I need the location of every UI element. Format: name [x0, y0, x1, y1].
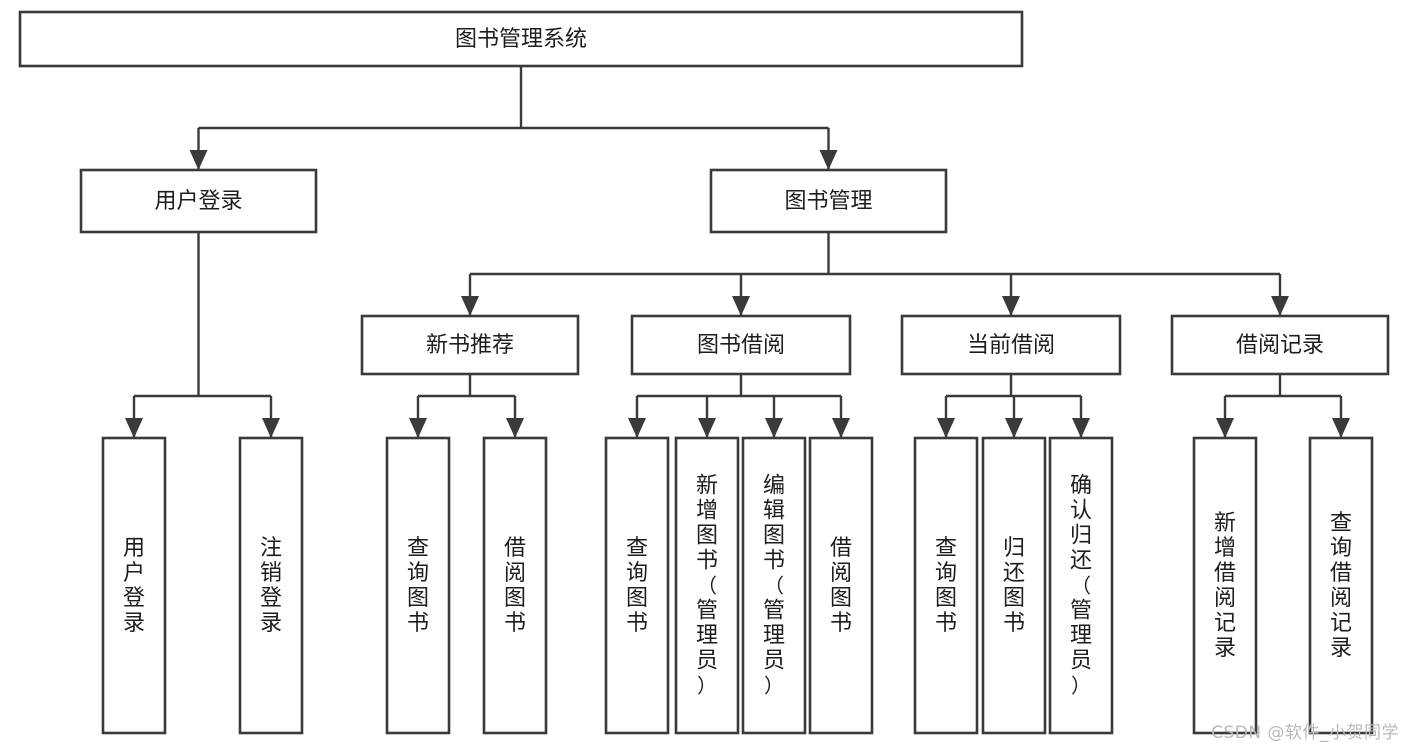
node-leaf-query-book-borrow[interactable]: 查询图书 — [604, 436, 670, 735]
arrow-head-icon — [262, 418, 280, 438]
watermark-text: CSDN @软件_小贺同学 — [1211, 723, 1399, 743]
node-borrow-record[interactable]: 借阅记录 — [1170, 314, 1390, 376]
node-label: 新增借阅记录 — [1214, 511, 1236, 661]
arrow-head-icon — [628, 418, 646, 438]
node-user-login[interactable]: 用户登录 — [79, 168, 318, 234]
arrow-head-icon — [125, 418, 143, 438]
node-label: 借阅图书 — [504, 536, 526, 636]
arrow-head-icon — [937, 418, 955, 438]
node-book-borrow[interactable]: 图书借阅 — [630, 314, 852, 376]
node-box — [101, 436, 167, 735]
node-label: 查询图书 — [626, 536, 648, 636]
node-box — [981, 436, 1047, 735]
node-leaf-add-record[interactable]: 新增借阅记录 — [1192, 436, 1258, 735]
node-label: 查询借阅记录 — [1330, 511, 1352, 661]
arrow-head-icon — [409, 418, 427, 438]
node-leaf-query-book-rec[interactable]: 查询图书 — [385, 436, 451, 735]
node-box — [1192, 436, 1258, 735]
node-label: 借阅记录 — [1236, 333, 1324, 358]
node-leaf-add-book[interactable]: 新增图书（管理员） — [674, 436, 740, 735]
node-leaf-logout[interactable]: 注销登录 — [238, 436, 304, 735]
node-label: 编辑图书（管理员） — [763, 474, 785, 698]
node-box — [808, 436, 874, 735]
arrow-head-icon — [819, 150, 838, 170]
arrow-head-icon — [1216, 418, 1234, 438]
node-leaf-borrow-book[interactable]: 借阅图书 — [808, 436, 874, 735]
edges-layer — [125, 66, 1350, 438]
node-leaf-query-book-cur[interactable]: 查询图书 — [913, 436, 979, 735]
arrow-head-icon — [765, 418, 783, 438]
arrow-head-icon — [506, 418, 524, 438]
node-box — [604, 436, 670, 735]
node-label: 图书管理系统 — [455, 27, 587, 52]
node-root[interactable]: 图书管理系统 — [18, 10, 1024, 68]
node-new-book-rec[interactable]: 新书推荐 — [360, 314, 580, 376]
node-label: 查询图书 — [407, 536, 429, 636]
node-label: 新增图书（管理员） — [696, 474, 718, 698]
arrow-head-icon — [1271, 296, 1289, 316]
node-label: 图书借阅 — [697, 333, 785, 358]
arrow-head-icon — [461, 296, 479, 316]
node-box — [385, 436, 451, 735]
node-box — [238, 436, 304, 735]
node-label: 借阅图书 — [830, 536, 852, 636]
node-box — [709, 168, 948, 234]
node-label: 图书管理 — [784, 189, 872, 214]
node-box — [741, 436, 807, 735]
node-leaf-borrow-book-rec[interactable]: 借阅图书 — [482, 436, 548, 735]
node-label: 注销登录 — [260, 536, 282, 636]
nodes-layer: 图书管理系统用户登录图书管理新书推荐图书借阅当前借阅借阅记录用户登录注销登录查询… — [18, 10, 1390, 735]
node-label: 确认归还（管理员） — [1070, 474, 1092, 698]
arrow-head-icon — [832, 418, 850, 438]
arrow-head-icon — [698, 418, 716, 438]
node-leaf-confirm-return[interactable]: 确认归还（管理员） — [1048, 436, 1114, 735]
node-box — [18, 10, 1024, 68]
node-current-borrow[interactable]: 当前借阅 — [900, 314, 1122, 376]
node-box — [900, 314, 1122, 376]
node-label: 归还图书 — [1003, 536, 1025, 636]
arrow-head-icon — [189, 150, 208, 170]
node-box — [1170, 314, 1390, 376]
node-box — [1048, 436, 1114, 735]
node-box — [360, 314, 580, 376]
arrow-head-icon — [732, 296, 750, 316]
node-leaf-user-login[interactable]: 用户登录 — [101, 436, 167, 735]
node-leaf-query-record[interactable]: 查询借阅记录 — [1308, 436, 1374, 735]
node-leaf-edit-book[interactable]: 编辑图书（管理员） — [741, 436, 807, 735]
node-label: 用户登录 — [154, 189, 242, 214]
node-label: 查询图书 — [935, 536, 957, 636]
node-box — [674, 436, 740, 735]
node-box — [79, 168, 318, 234]
arrow-head-icon — [1002, 296, 1020, 316]
node-label: 用户登录 — [123, 536, 145, 636]
arrow-head-icon — [1332, 418, 1350, 438]
node-box — [1308, 436, 1374, 735]
node-leaf-return-book[interactable]: 归还图书 — [981, 436, 1047, 735]
arrow-head-icon — [1005, 418, 1023, 438]
node-box — [913, 436, 979, 735]
node-book-manage[interactable]: 图书管理 — [709, 168, 948, 234]
node-box — [630, 314, 852, 376]
node-label: 新书推荐 — [426, 333, 514, 358]
node-box — [482, 436, 548, 735]
node-label: 当前借阅 — [967, 333, 1055, 358]
arrow-head-icon — [1072, 418, 1090, 438]
